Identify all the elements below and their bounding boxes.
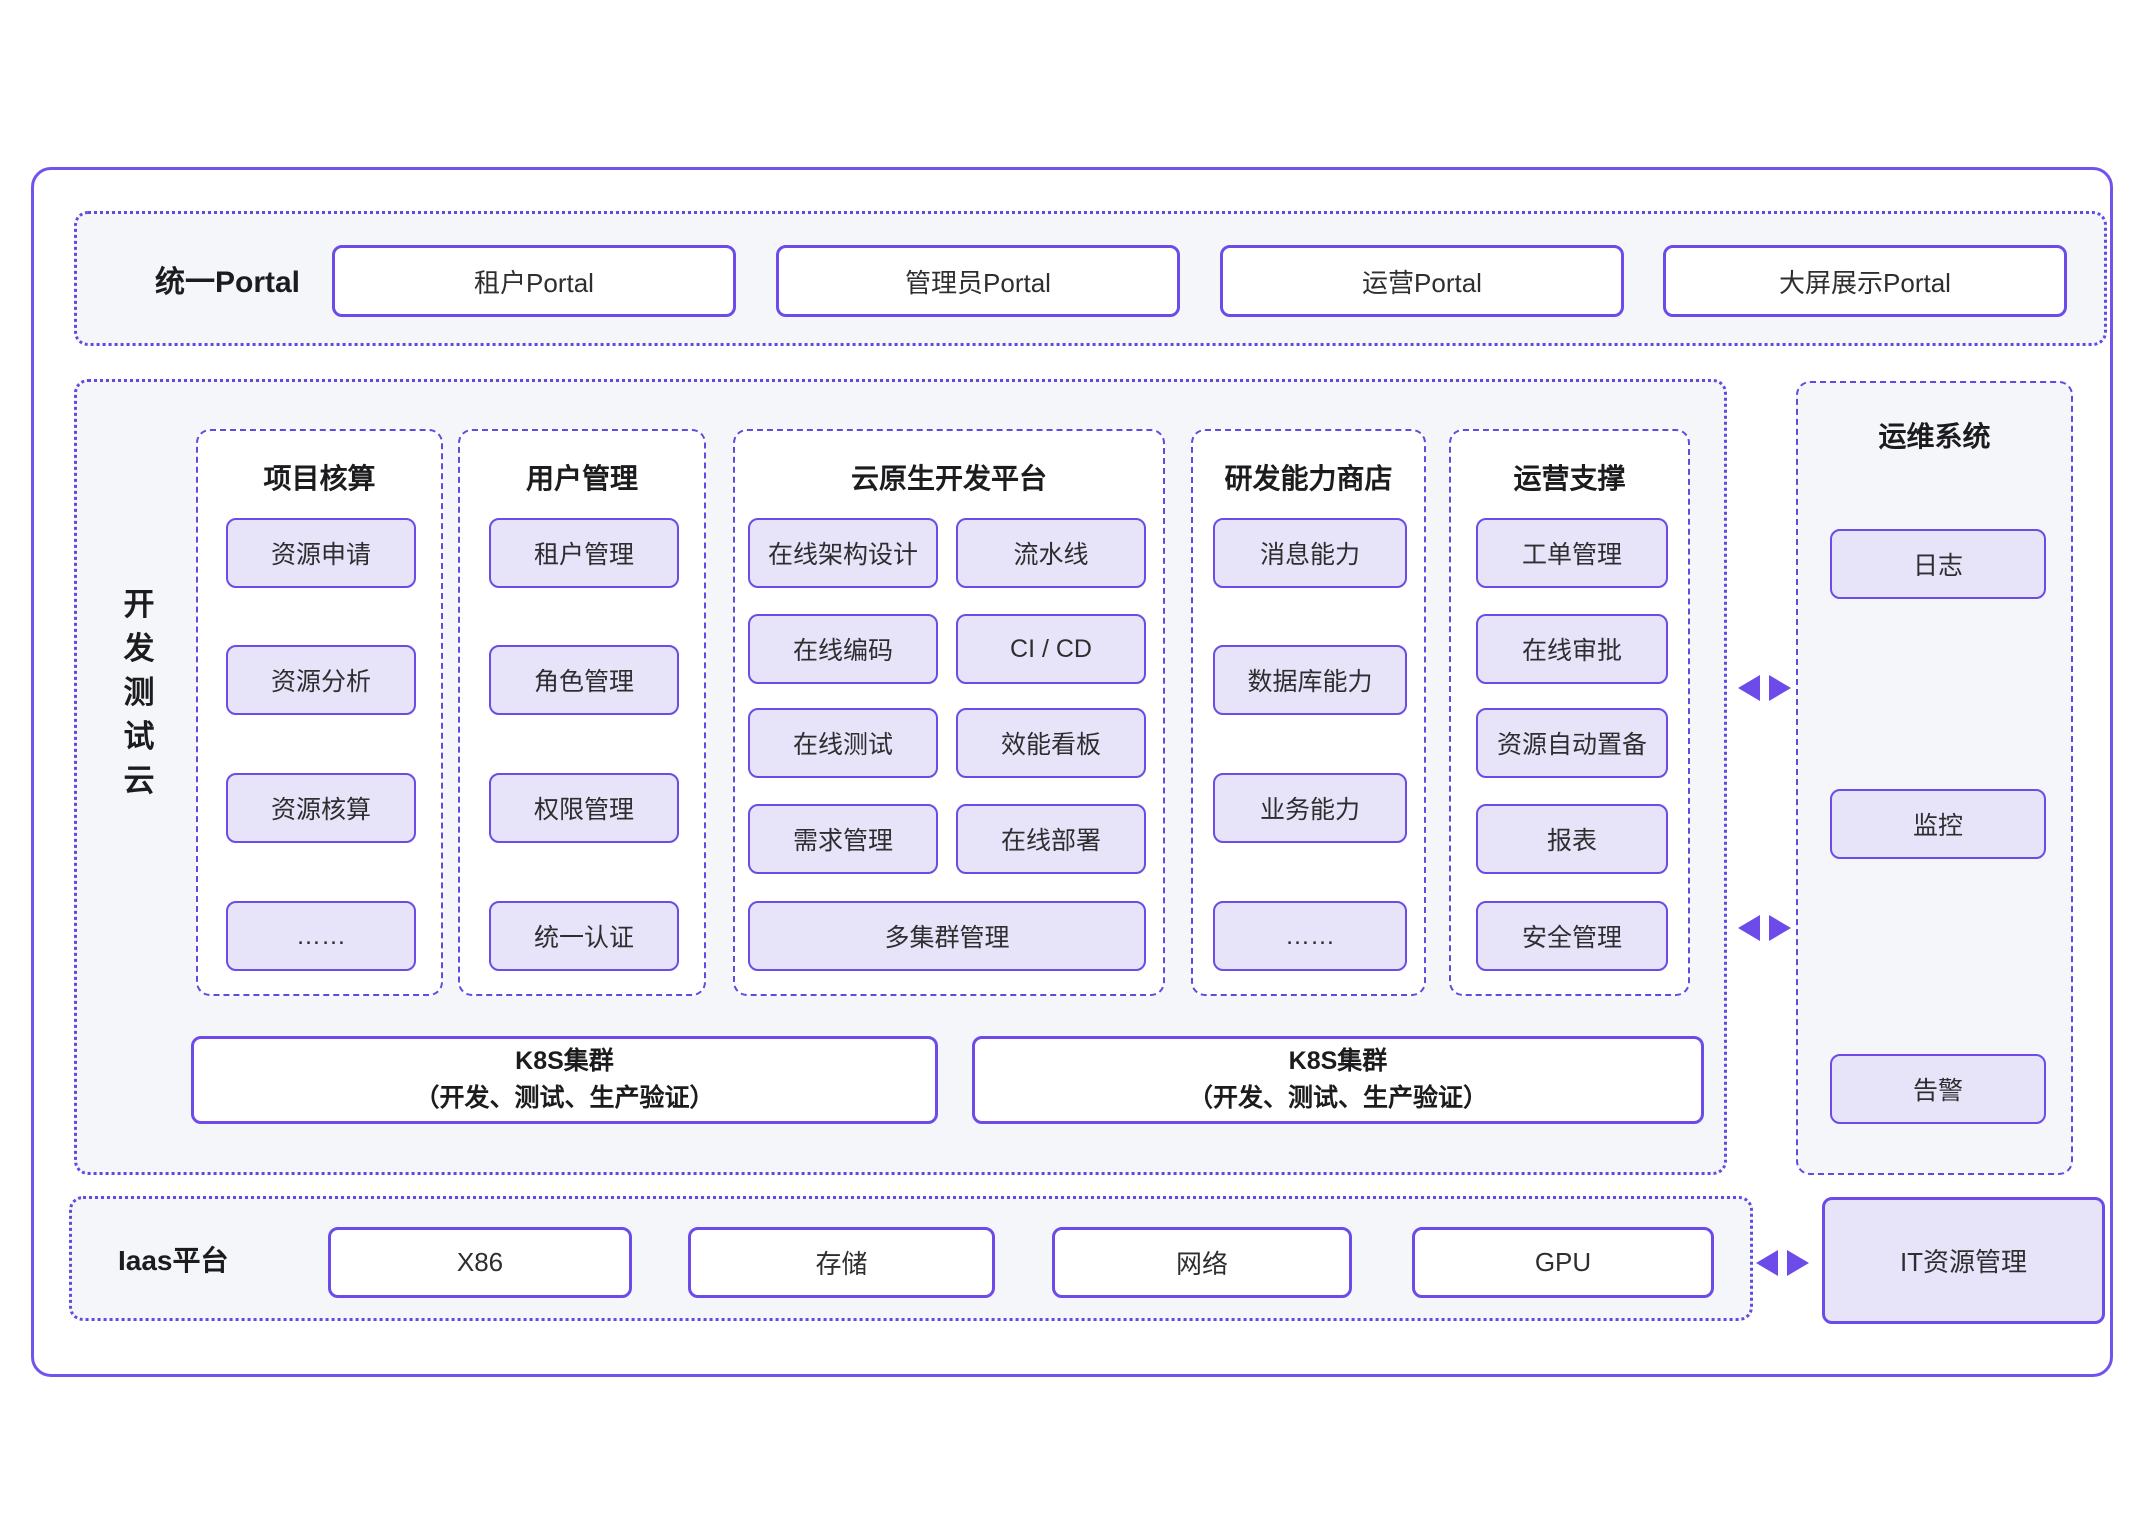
unified-portal-label: 统一Portal — [155, 265, 301, 299]
k8s-cluster-line1: K8S集群 — [515, 1046, 614, 1075]
arrow-left-icon — [1738, 675, 1760, 701]
module-box: 在线编码 — [748, 614, 938, 684]
portal-box-operation: 运营Portal — [1220, 245, 1624, 317]
ops-box-log: 日志 — [1830, 529, 2046, 599]
arrow-right-icon — [1787, 1250, 1809, 1276]
column-header: 用户管理 — [525, 463, 638, 494]
module-box: 需求管理 — [748, 804, 938, 874]
module-box: 在线架构设计 — [748, 518, 938, 588]
dev-test-cloud-label: 开 发 测 试 云 — [116, 589, 162, 796]
module-box: 流水线 — [956, 518, 1146, 588]
dev-cloud-char: 云 — [123, 763, 155, 798]
arrow-left-icon — [1738, 915, 1760, 941]
portal-box-admin: 管理员Portal — [776, 245, 1180, 317]
arrow-right-icon — [1769, 915, 1791, 941]
iaas-box-storage: 存储 — [688, 1227, 995, 1298]
iaas-box-x86: X86 — [328, 1227, 632, 1298]
iaas-box-network: 网络 — [1052, 1227, 1352, 1298]
unified-portal-section: 统一Portal 租户Portal 管理员Portal 运营Portal 大屏展… — [74, 211, 2107, 346]
bidirectional-arrow — [1756, 1250, 1809, 1276]
ops-box-monitor: 监控 — [1830, 789, 2046, 859]
module-box: 效能看板 — [956, 708, 1146, 778]
column-header: 云原生开发平台 — [850, 463, 1047, 494]
iaas-label: Iaas平台 — [118, 1244, 229, 1276]
module-box: 报表 — [1476, 804, 1668, 874]
module-box: 资源自动置备 — [1476, 708, 1668, 778]
column-user-management: 用户管理 租户管理 角色管理 权限管理 统一认证 — [458, 429, 706, 996]
module-box: 数据库能力 — [1213, 645, 1407, 715]
column-header: 项目核算 — [263, 463, 376, 494]
diagram-outer-frame: 统一Portal 租户Portal 管理员Portal 运营Portal 大屏展… — [31, 167, 2113, 1377]
module-box: 安全管理 — [1476, 901, 1668, 971]
column-capability-store: 研发能力商店 消息能力 数据库能力 业务能力 …… — [1191, 429, 1426, 996]
dev-cloud-char: 测 — [123, 675, 155, 710]
dev-cloud-char: 试 — [123, 719, 155, 754]
bidirectional-arrow — [1738, 675, 1791, 701]
module-box: 角色管理 — [489, 645, 679, 715]
k8s-cluster-line2: （开发、测试、生产验证） — [1187, 1084, 1488, 1112]
module-box: …… — [226, 901, 416, 971]
arrow-right-icon — [1769, 675, 1791, 701]
ops-system-title: 运维系统 — [1878, 421, 1991, 452]
column-operation-support: 运营支撑 工单管理 在线审批 资源自动置备 报表 安全管理 — [1449, 429, 1690, 996]
k8s-cluster-line2: （开发、测试、生产验证） — [414, 1084, 715, 1112]
dev-cloud-char: 开 — [123, 587, 155, 622]
module-box: 资源申请 — [226, 518, 416, 588]
column-header: 运营支撑 — [1513, 463, 1626, 494]
dev-test-cloud-section: 开 发 测 试 云 项目核算 资源申请 资源分析 资源核算 …… 用户管理 租户… — [74, 379, 1727, 1175]
portal-box-bigscreen: 大屏展示Portal — [1663, 245, 2067, 317]
module-box: 业务能力 — [1213, 773, 1407, 843]
portal-box-tenant: 租户Portal — [332, 245, 736, 317]
ops-box-alarm: 告警 — [1830, 1054, 2046, 1124]
module-box: 在线部署 — [956, 804, 1146, 874]
module-box: 在线审批 — [1476, 614, 1668, 684]
k8s-cluster-line1: K8S集群 — [1288, 1046, 1388, 1075]
module-box: 多集群管理 — [748, 901, 1146, 971]
ops-system-panel: 运维系统 日志 监控 告警 — [1796, 381, 2073, 1175]
column-header: 研发能力商店 — [1224, 463, 1393, 494]
module-box: 工单管理 — [1476, 518, 1668, 588]
iaas-box-gpu: GPU — [1412, 1227, 1714, 1298]
module-box: 资源分析 — [226, 645, 416, 715]
module-box: 消息能力 — [1213, 518, 1407, 588]
iaas-section: Iaas平台 X86 存储 网络 GPU — [69, 1196, 1753, 1321]
arrow-left-icon — [1756, 1250, 1778, 1276]
bidirectional-arrow — [1738, 915, 1791, 941]
dev-cloud-char: 发 — [123, 631, 155, 666]
module-box: …… — [1213, 901, 1407, 971]
column-project-accounting: 项目核算 资源申请 资源分析 资源核算 …… — [196, 429, 443, 996]
module-box: CI / CD — [956, 614, 1146, 684]
module-box: 统一认证 — [489, 901, 679, 971]
module-box: 权限管理 — [489, 773, 679, 843]
module-box: 在线测试 — [748, 708, 938, 778]
k8s-cluster-box: K8S集群 （开发、测试、生产验证） — [972, 1036, 1704, 1124]
it-resource-box: IT资源管理 — [1822, 1197, 2105, 1324]
module-box: 租户管理 — [489, 518, 679, 588]
k8s-cluster-box: K8S集群 （开发、测试、生产验证） — [191, 1036, 938, 1124]
module-box: 资源核算 — [226, 773, 416, 843]
column-cloud-native-platform: 云原生开发平台 在线架构设计 在线编码 在线测试 需求管理 流水线 CI / C… — [733, 429, 1165, 996]
